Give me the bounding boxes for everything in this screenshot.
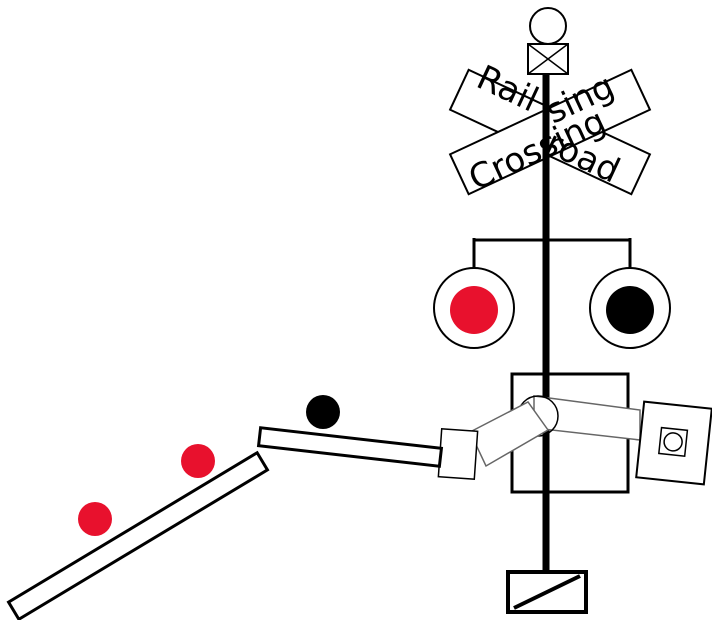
red-ball-lower[interactable] bbox=[78, 502, 112, 536]
pole-base bbox=[506, 570, 588, 614]
ramp bbox=[6, 450, 270, 620]
gate-drive-arm bbox=[469, 401, 550, 468]
crossbuck-sign: Rail road Crossing sing bbox=[448, 58, 652, 200]
finial-box-diagonal-2 bbox=[527, 43, 569, 75]
left-signal-lamp bbox=[433, 267, 515, 349]
lamp-bracket bbox=[472, 238, 632, 268]
counterweight-arm bbox=[533, 395, 641, 441]
gate-clamp bbox=[437, 428, 479, 480]
left-lamp-lens bbox=[450, 286, 498, 334]
right-signal-lamp bbox=[589, 267, 671, 349]
red-ball-upper[interactable] bbox=[181, 444, 215, 478]
gate-arm[interactable] bbox=[256, 426, 444, 468]
finial-knob bbox=[529, 7, 567, 45]
gate-linkage bbox=[437, 395, 712, 486]
pole-finial bbox=[527, 7, 569, 75]
right-lamp-lens bbox=[606, 286, 654, 334]
crossbuck-board-b bbox=[448, 68, 652, 196]
counterweight-block bbox=[635, 400, 712, 486]
black-ball[interactable] bbox=[306, 395, 340, 429]
